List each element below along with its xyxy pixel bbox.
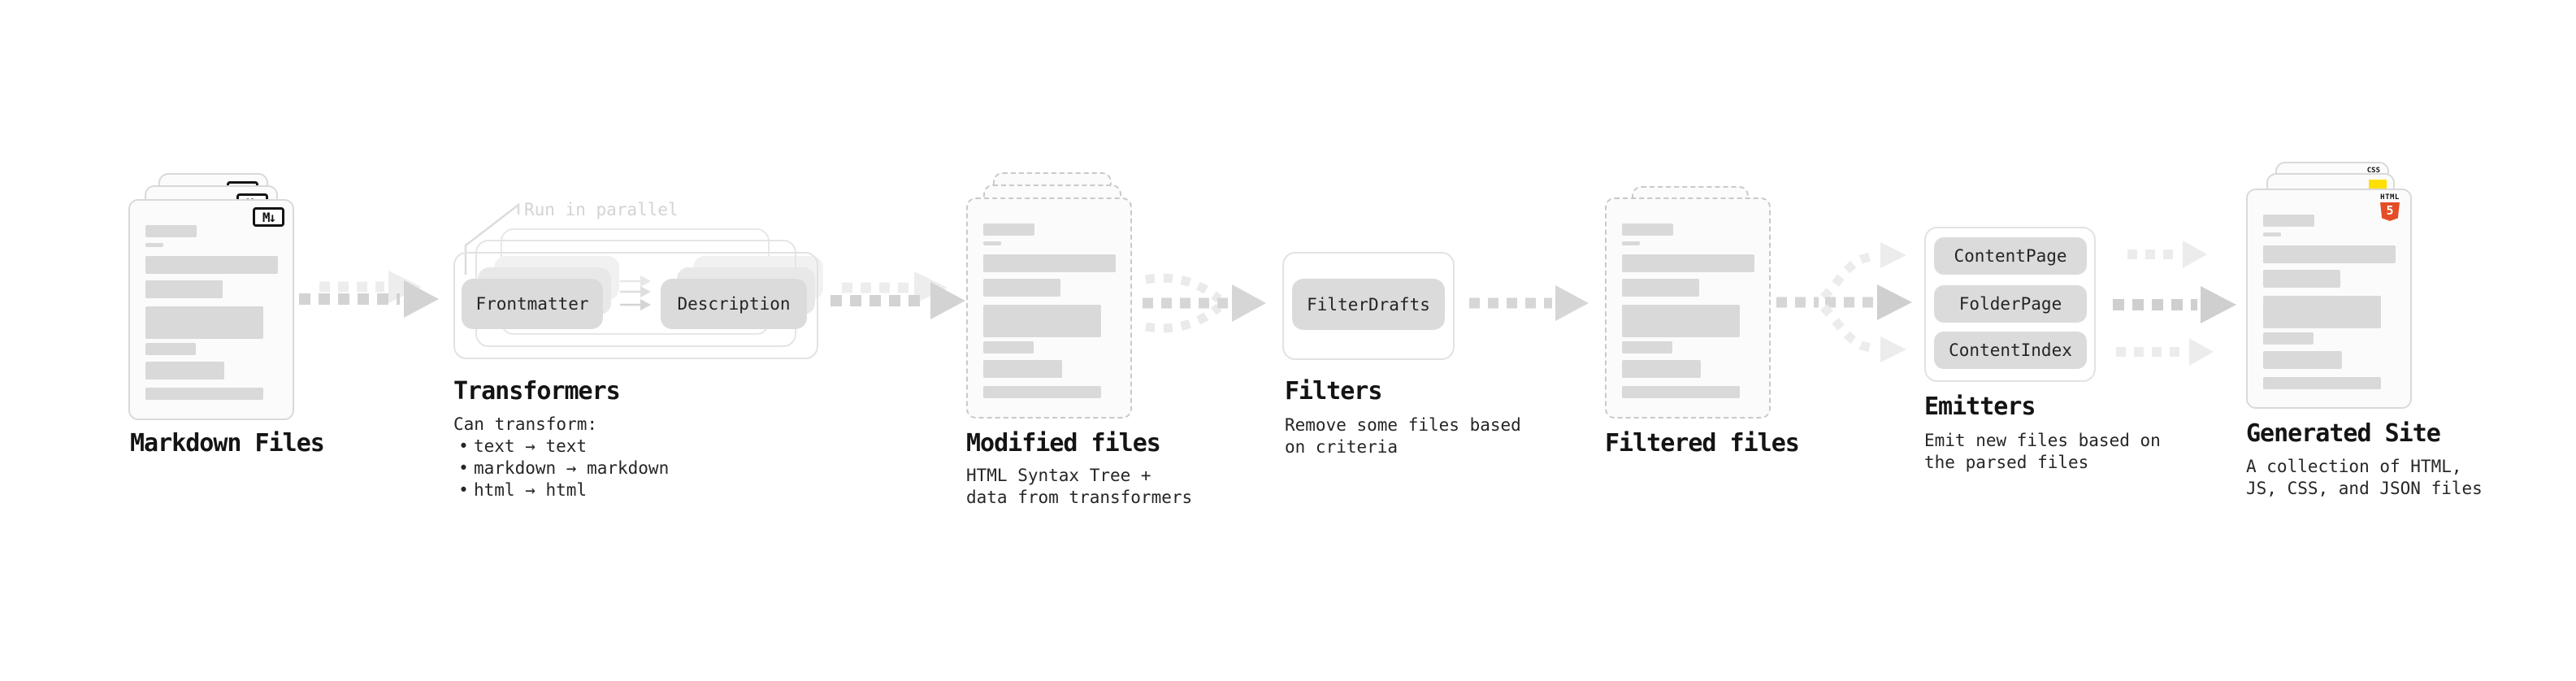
doc-line [145,343,196,355]
doc-line [1622,360,1701,378]
doc-line [145,243,163,247]
markdown-icon: M↓ [253,207,284,227]
doc-line [983,386,1101,398]
filtered-doc-front [1605,197,1771,419]
arrow-filters-to-filtered [1469,285,1589,321]
doc-line [2263,245,2396,263]
emitter-pill-folderpage: FolderPage [1934,285,2087,323]
bullet-glyph: • [458,458,469,478]
doc-line [145,306,263,339]
doc-line [1622,386,1740,398]
caption-line: data from transformers [966,488,1193,507]
doc-line [2263,215,2314,227]
modified-files-title: Modified files [966,429,1161,458]
doc-line [1622,305,1740,337]
filters-title: Filters [1285,377,1382,406]
doc-line [1622,223,1673,236]
doc-line [983,360,1062,378]
transformer-pill-description: Description [661,279,807,329]
generated-site-caption: A collection of HTML, JS, CSS, and JSON … [2246,456,2483,500]
doc-line [2263,332,2314,345]
doc-line [1622,241,1640,245]
caption-bullet: •html → html [453,479,669,501]
parallel-note: Run in parallel [524,200,679,219]
arrow-markdown-to-transformers [299,271,439,318]
html5-icon: HTML 5 [2379,194,2400,221]
transformer-pill-frontmatter: Frontmatter [462,279,603,329]
doc-line [2263,232,2281,236]
arrow-modified-to-filters-merge [1143,273,1266,333]
caption-line: A collection of HTML, [2246,457,2462,476]
emitter-pill-contentpage: ContentPage [1934,237,2087,275]
doc-line [983,341,1034,354]
generated-site-title: Generated Site [2246,419,2441,448]
filter-pill-filterdrafts: FilterDrafts [1292,279,1445,330]
arrow-transformers-to-modified [830,271,965,319]
doc-line [2263,351,2342,369]
doc-line [145,362,224,380]
js-icon [2369,180,2387,190]
doc-line [145,225,197,237]
html5-icon-word: HTML [2380,193,2400,202]
bullet-glyph: • [458,480,469,500]
caption-line: JS, CSS, and JSON files [2246,479,2483,498]
doc-line [2263,296,2381,328]
doc-line [2263,377,2381,389]
caption-line: Can transform: [453,414,598,434]
html5-icon-shield: 5 [2380,202,2400,221]
generated-doc-html: HTML 5 [2246,189,2412,409]
caption-line: the parsed files [1924,453,2089,472]
markdown-files-title: Markdown Files [130,429,325,458]
doc-line [983,241,1001,245]
caption-line: Remove some files based [1285,415,1521,435]
doc-line [983,223,1034,236]
caption-bullet: •markdown → markdown [453,458,669,479]
caption-line: Emit new files based on [1924,431,2161,450]
filters-caption: Remove some files based on criteria [1285,414,1521,458]
doc-line [1622,279,1699,297]
caption-line: HTML Syntax Tree + [966,466,1151,485]
transformer-inner-arrows [620,275,651,310]
caption-line: on criteria [1285,437,1399,457]
doc-line [145,256,278,274]
doc-line [1622,341,1672,354]
doc-line [145,388,263,400]
emitters-title: Emitters [1924,393,2036,421]
transformers-title: Transformers [453,377,621,406]
modified-doc-front [966,197,1132,419]
doc-line [983,254,1116,272]
doc-line [145,280,223,298]
markdown-doc-front: M↓ [128,199,294,420]
emitter-pill-contentindex: ContentIndex [1934,332,2087,369]
transformer-box-front [453,252,818,359]
bullet-glyph: • [458,436,469,456]
filters-box [1282,252,1455,360]
doc-line [983,305,1101,337]
caption-bullet: •text → text [453,436,669,458]
filtered-files-title: Filtered files [1605,429,1800,458]
emitters-caption: Emit new files based on the parsed files [1924,430,2161,474]
modified-files-caption: HTML Syntax Tree + data from transformer… [966,465,1192,509]
arrow-filtered-to-emitters-split [1776,242,1912,362]
doc-line [1622,254,1754,272]
doc-line [983,279,1060,297]
transformers-caption: Can transform: •text → text •markdown → … [453,414,669,501]
arrow-emitters-to-generated [2113,241,2236,366]
doc-line [2263,270,2340,288]
emitters-box [1924,227,2096,382]
